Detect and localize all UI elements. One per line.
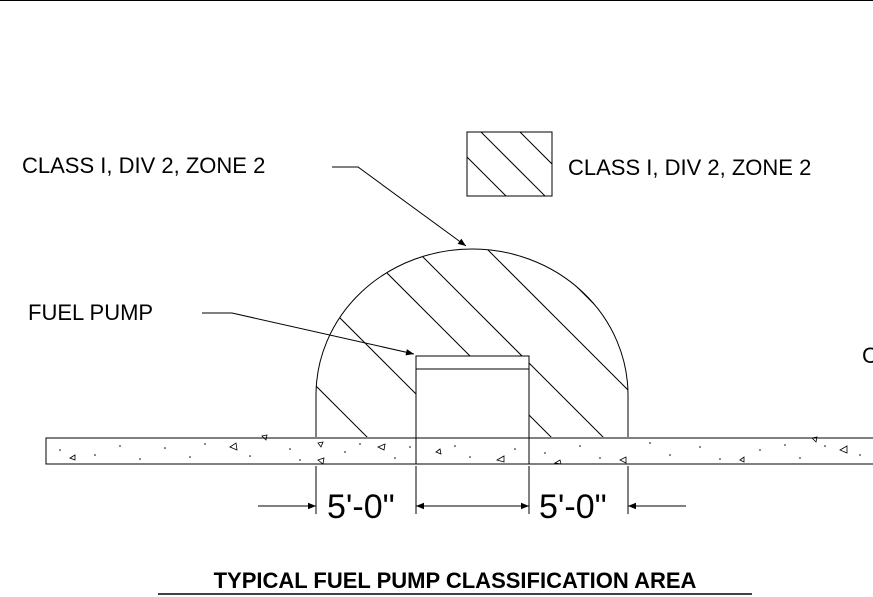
cut-off-label: C — [862, 343, 873, 368]
legend-hatch-swatch — [466, 131, 553, 197]
dimension-lines — [258, 466, 686, 514]
fuel-pump-label: FUEL PUMP — [28, 300, 153, 325]
fuel-pump-body — [415, 355, 530, 439]
zone-callout-label: CLASS I, DIV 2, ZONE 2 — [22, 153, 265, 178]
zone-leader-line — [332, 166, 467, 247]
drawing-title: TYPICAL FUEL PUMP CLASSIFICATION AREA — [214, 568, 697, 593]
legend-zone-label: CLASS I, DIV 2, ZONE 2 — [568, 155, 811, 180]
concrete-slab — [45, 434, 873, 465]
dimension-right-label: 5'-0" — [539, 488, 607, 526]
fuel-pump-leader-line — [202, 312, 415, 356]
dimension-left-label: 5'-0" — [327, 488, 395, 526]
